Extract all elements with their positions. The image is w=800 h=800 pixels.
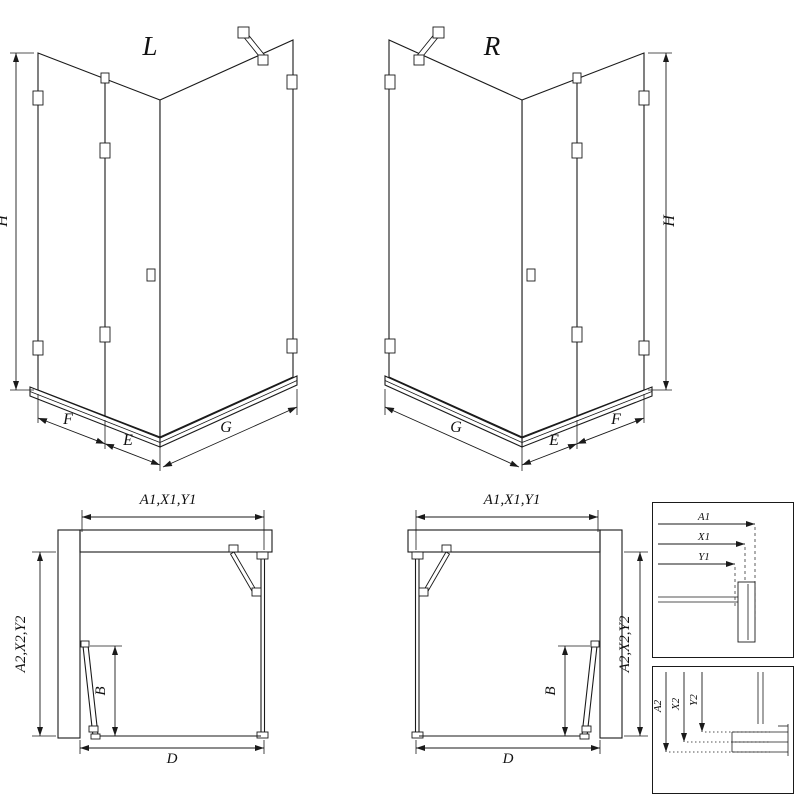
glass-side-panel — [260, 551, 266, 735]
tray-edge — [29, 391, 161, 443]
detail-label-a1: A1 — [697, 511, 710, 523]
wall-side — [57, 529, 81, 739]
dim-label-h: H — [661, 214, 678, 228]
support-bar-clamp — [413, 54, 425, 66]
pivot-detail — [100, 72, 110, 84]
wall-top — [79, 529, 273, 553]
iso-right-geometry — [384, 26, 672, 471]
plan-right-geometry — [407, 510, 648, 754]
dim-label-f: F — [610, 411, 621, 428]
dimension-line-g — [162, 406, 298, 468]
detail-label-y2: Y2 — [688, 694, 700, 706]
iso-left-geometry — [10, 26, 298, 471]
support-bar-mount — [432, 26, 445, 39]
support-bar-clamp — [418, 587, 429, 597]
plan-right-drawing: A1,X1,Y1 A2,X2,Y2 B D — [407, 492, 648, 767]
dimension-line-f — [576, 417, 645, 445]
detail-width-geometry — [658, 521, 756, 643]
detail-label-y1: Y1 — [698, 551, 710, 563]
detail-frame — [652, 502, 794, 658]
hinge-detail — [99, 142, 111, 159]
glass-top-bracket — [256, 551, 269, 560]
hinge-detail — [581, 725, 592, 733]
dim-label-d: D — [502, 751, 514, 767]
glass-side-panel — [414, 551, 420, 735]
detail-depth-geometry — [663, 672, 789, 756]
hinge-detail — [571, 326, 583, 343]
glass-side-panel — [159, 39, 294, 438]
door-edge-cap — [590, 640, 600, 648]
wall-bracket — [286, 74, 298, 90]
dim-label-b: B — [543, 686, 559, 695]
view-label-left: L — [141, 31, 157, 61]
wall-bracket — [32, 340, 44, 356]
dimension-line-g — [384, 406, 520, 468]
wall-bracket — [384, 74, 396, 90]
dim-label-width: A1,X1,Y1 — [139, 492, 197, 508]
detail-frame — [652, 666, 794, 794]
detail-label-x1: X1 — [697, 531, 710, 543]
detail-width-drawing: A1 X1 Y1 — [652, 502, 794, 658]
door-handle — [146, 268, 156, 282]
dim-label-depth: A2,X2,Y2 — [617, 615, 633, 673]
support-bar — [229, 551, 257, 593]
dim-label-depth: A2,X2,Y2 — [13, 615, 29, 673]
view-label-right: R — [483, 31, 501, 61]
dim-label-e: E — [548, 432, 559, 449]
glass-foot — [411, 731, 424, 739]
plan-left-drawing: A1,X1,Y1 A2,X2,Y2 B D — [13, 492, 273, 767]
glass-foot — [256, 731, 269, 739]
dim-label-e: E — [122, 432, 133, 449]
dimension-line-e — [104, 443, 161, 466]
support-bar — [423, 551, 451, 593]
hinge-detail — [88, 725, 99, 733]
glass-side-panel — [388, 39, 523, 438]
glass-front-panel — [521, 52, 645, 438]
support-bar-clamp — [257, 54, 269, 66]
glass-front-panel — [37, 52, 161, 438]
wall-bracket — [638, 340, 650, 356]
glass-top-bracket — [411, 551, 424, 560]
door-leaf-open — [581, 644, 598, 737]
iso-right-drawing: R H G E F — [384, 26, 678, 471]
dimension-line-f — [37, 417, 106, 445]
pivot-detail — [572, 72, 582, 84]
dim-label-f: F — [62, 411, 73, 428]
iso-left-drawing: L H F E G — [0, 26, 298, 471]
wall-side — [599, 529, 623, 739]
wall-profile-section — [737, 581, 756, 643]
dimension-line-e — [521, 443, 578, 466]
dim-label-g: G — [220, 419, 232, 436]
dim-label-g: G — [450, 419, 462, 436]
dim-label-d: D — [166, 751, 178, 767]
support-bar-mount — [441, 544, 452, 553]
detail-label-a2: A2 — [652, 699, 664, 713]
hinge-detail — [99, 326, 111, 343]
door-edge-cap — [80, 640, 90, 648]
hinge-detail — [90, 733, 101, 740]
wall-bracket — [286, 338, 298, 354]
dim-label-width: A1,X1,Y1 — [483, 492, 541, 508]
dim-label-h: H — [0, 214, 11, 228]
support-bar-mount — [237, 26, 250, 39]
wall-bracket — [638, 90, 650, 106]
support-bar-clamp — [251, 587, 262, 597]
wall-bracket — [32, 90, 44, 106]
detail-label-x2: X2 — [670, 697, 682, 711]
dim-label-b: B — [93, 686, 109, 695]
wall-bracket — [384, 338, 396, 354]
support-bar-mount — [228, 544, 239, 553]
detail-depth-drawing: A2 X2 Y2 — [652, 666, 794, 794]
wall-top — [407, 529, 601, 553]
hinge-detail — [579, 733, 590, 740]
door-handle — [526, 268, 536, 282]
plan-left-geometry — [32, 510, 273, 754]
tray-edge — [521, 391, 653, 443]
hinge-detail — [571, 142, 583, 159]
